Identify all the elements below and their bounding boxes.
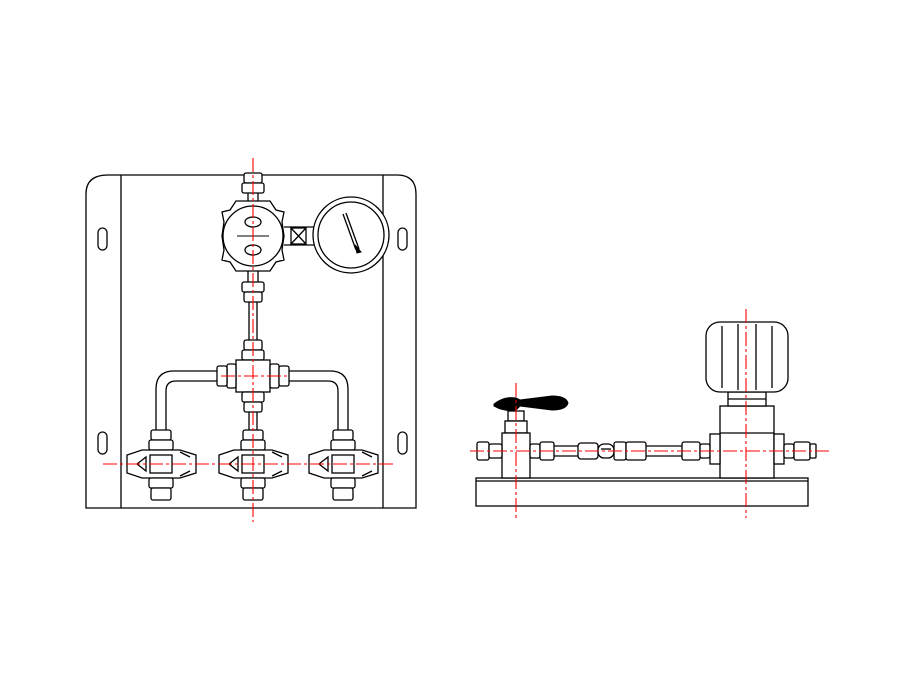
mounting-slot <box>397 227 408 251</box>
mounting-slot <box>97 227 108 251</box>
side-view <box>470 309 830 518</box>
mounting-slots <box>97 227 408 455</box>
side-centerlines <box>470 309 830 518</box>
outlet-valves <box>126 429 379 501</box>
outlet-valve-left <box>126 429 197 501</box>
side-regulator <box>705 321 789 479</box>
center-lower-tube <box>248 412 258 430</box>
side-outlet-fitting <box>783 441 817 461</box>
outlet-valve-right <box>308 429 379 501</box>
front-centerlines <box>103 158 396 522</box>
front-view <box>85 158 417 522</box>
shutoff-valve <box>493 395 569 479</box>
gauge-adapter <box>284 226 316 246</box>
pressure-gauge <box>312 196 390 274</box>
base-plate <box>475 477 809 507</box>
regulator-knob-icon <box>705 321 789 393</box>
mounting-slot <box>397 431 408 455</box>
mounting-slot <box>97 431 108 455</box>
left-branch-tube <box>155 370 217 430</box>
right-branch-tube <box>289 370 349 430</box>
valve-handle-icon <box>493 395 569 411</box>
